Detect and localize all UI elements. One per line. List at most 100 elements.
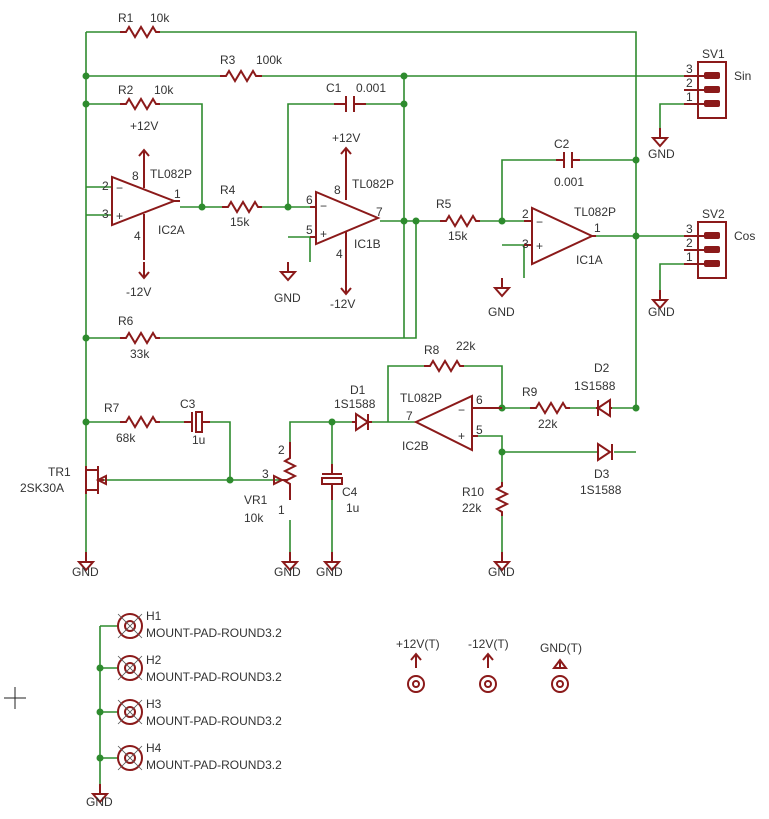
ic2a-pin-minus: 2 xyxy=(102,179,109,193)
h1-name: H1 xyxy=(146,609,162,623)
sv2-signal: Cos xyxy=(734,229,755,243)
sv1-name: SV1 xyxy=(702,47,725,61)
gnd-label-8: GND xyxy=(488,565,515,579)
sv1-pin-1: 1 xyxy=(686,90,693,104)
pot-vr1: 2 3 1 VR1 10k xyxy=(244,442,298,525)
ic1b-pin-v: 8 xyxy=(334,183,341,197)
ic2a-vneg-label: -12V xyxy=(126,285,151,299)
resistor-r9: R9 22k xyxy=(522,385,570,431)
capacitor-c1: C1 0.001 xyxy=(326,81,386,112)
c1-value: 0.001 xyxy=(356,81,386,95)
gnd-label-7: GND xyxy=(316,565,343,579)
r9-name: R9 xyxy=(522,385,538,399)
gnd-label-5: GND xyxy=(72,565,99,579)
mount-pad-h4: H4 MOUNT-PAD-ROUND3.2 xyxy=(117,741,282,772)
ic2b-pin-out: 7 xyxy=(406,409,413,423)
vr1-value: 10k xyxy=(244,511,264,525)
diode-d1: D1 1S1588 xyxy=(334,383,376,432)
resistor-r5: R5 15k xyxy=(436,197,480,243)
r9-value: 22k xyxy=(538,417,558,431)
terminal-gnd-label: GND(T) xyxy=(540,641,582,655)
d2-name: D2 xyxy=(594,361,610,375)
resistor-r8: R8 22k xyxy=(424,339,476,373)
ic2a-pin-plus: 3 xyxy=(102,207,109,221)
c3-value: 1u xyxy=(192,433,205,447)
terminal-gnd: GND(T) xyxy=(540,641,582,693)
mount-pads: H1 MOUNT-PAD-ROUND3.2 H2 MOUNT-PAD-ROUND… xyxy=(117,609,282,772)
ic1a-pin-plus: 3 xyxy=(522,237,529,251)
capacitor-c2: C2 0.001 xyxy=(554,137,584,189)
ic2b-pin-minus: 6 xyxy=(476,393,483,407)
h3-name: H3 xyxy=(146,697,162,711)
mount-pad-h2: H2 MOUNT-PAD-ROUND3.2 xyxy=(117,653,282,684)
h2-part: MOUNT-PAD-ROUND3.2 xyxy=(146,670,282,684)
gnd-label-2: GND xyxy=(488,305,515,319)
opamp-ic2b: − + 6 5 7 TL082P IC2B xyxy=(400,391,502,453)
h2-name: H2 xyxy=(146,653,162,667)
vr1-pin-1: 1 xyxy=(278,503,285,517)
resistor-r1: R1 10k xyxy=(118,11,170,39)
c2-value: 0.001 xyxy=(554,175,584,189)
c4-name: C4 xyxy=(342,485,358,499)
ic2a-vpos-label: +12V xyxy=(130,119,158,133)
wires xyxy=(85,31,684,784)
ic2a-pin-v: 8 xyxy=(132,169,139,183)
svg-text:−: − xyxy=(536,215,543,229)
vr1-pin-2: 2 xyxy=(278,443,285,457)
ic1b-vpos-label: +12V xyxy=(332,131,360,145)
sv2-pin-1: 1 xyxy=(686,250,693,264)
sv2-name: SV2 xyxy=(702,207,725,221)
h1-part: MOUNT-PAD-ROUND3.2 xyxy=(146,626,282,640)
r4-name: R4 xyxy=(220,183,236,197)
power-symbols: +12V -12V +12V -12V xyxy=(126,119,360,311)
r10-name: R10 xyxy=(462,485,484,499)
ic2b-part: TL082P xyxy=(400,391,442,405)
capacitor-c3: C3 1u xyxy=(180,397,210,447)
junctions xyxy=(82,72,640,762)
ic1a-part: TL082P xyxy=(574,205,616,219)
transistor-tr1: TR1 2SK30A xyxy=(20,465,107,495)
ic1a-name: IC1A xyxy=(576,253,603,267)
connector-sv2: 3 2 1 SV2 Cos xyxy=(684,207,755,279)
r3-name: R3 xyxy=(220,53,236,67)
ic1b-name: IC1B xyxy=(354,237,381,251)
r5-name: R5 xyxy=(436,197,452,211)
resistor-r6: R6 33k xyxy=(118,314,160,361)
sv1-signal: Sin xyxy=(734,69,751,83)
origin-crosshair xyxy=(4,687,26,709)
sv2-pin-2: 2 xyxy=(686,236,693,250)
r1-value: 10k xyxy=(150,11,170,25)
c2-name: C2 xyxy=(554,137,570,151)
ic1b-pin-plus: 5 xyxy=(306,223,313,237)
h3-part: MOUNT-PAD-ROUND3.2 xyxy=(146,714,282,728)
connector-sv1: 3 2 1 SV1 Sin xyxy=(684,47,751,119)
svg-text:−: − xyxy=(116,181,123,195)
c1-name: C1 xyxy=(326,81,342,95)
gnd-label-4: GND xyxy=(648,305,675,319)
r7-name: R7 xyxy=(104,401,120,415)
resistor-r7: R7 68k xyxy=(104,401,160,445)
svg-text:+: + xyxy=(458,429,465,443)
ground-symbols: GND GND GND GND GND GND GND GND GND xyxy=(72,127,675,809)
mount-pad-h1: H1 MOUNT-PAD-ROUND3.2 xyxy=(117,609,282,640)
r6-value: 33k xyxy=(130,347,150,361)
diode-d3: D3 1S1588 xyxy=(580,442,622,497)
d1-name: D1 xyxy=(350,383,366,397)
svg-text:+: + xyxy=(536,239,543,253)
vr1-name: VR1 xyxy=(244,493,268,507)
r1-name: R1 xyxy=(118,11,134,25)
opamp-ic2a: − + 2 3 1 8 4 TL082P IC2A xyxy=(102,166,192,260)
r7-value: 68k xyxy=(116,431,136,445)
resistor-r2: R2 10k xyxy=(118,83,174,111)
terminal-neg: -12V(T) xyxy=(468,637,509,693)
capacitor-c4: C4 1u xyxy=(321,464,359,515)
svg-text:−: − xyxy=(458,403,465,417)
h4-part: MOUNT-PAD-ROUND3.2 xyxy=(146,758,282,772)
svg-text:−: − xyxy=(320,199,327,213)
d3-value: 1S1588 xyxy=(580,483,622,497)
ic2a-part: TL082P xyxy=(150,167,192,181)
ic2a-name: IC2A xyxy=(158,223,185,237)
d1-value: 1S1588 xyxy=(334,397,376,411)
gnd-label-9: GND xyxy=(86,795,113,809)
